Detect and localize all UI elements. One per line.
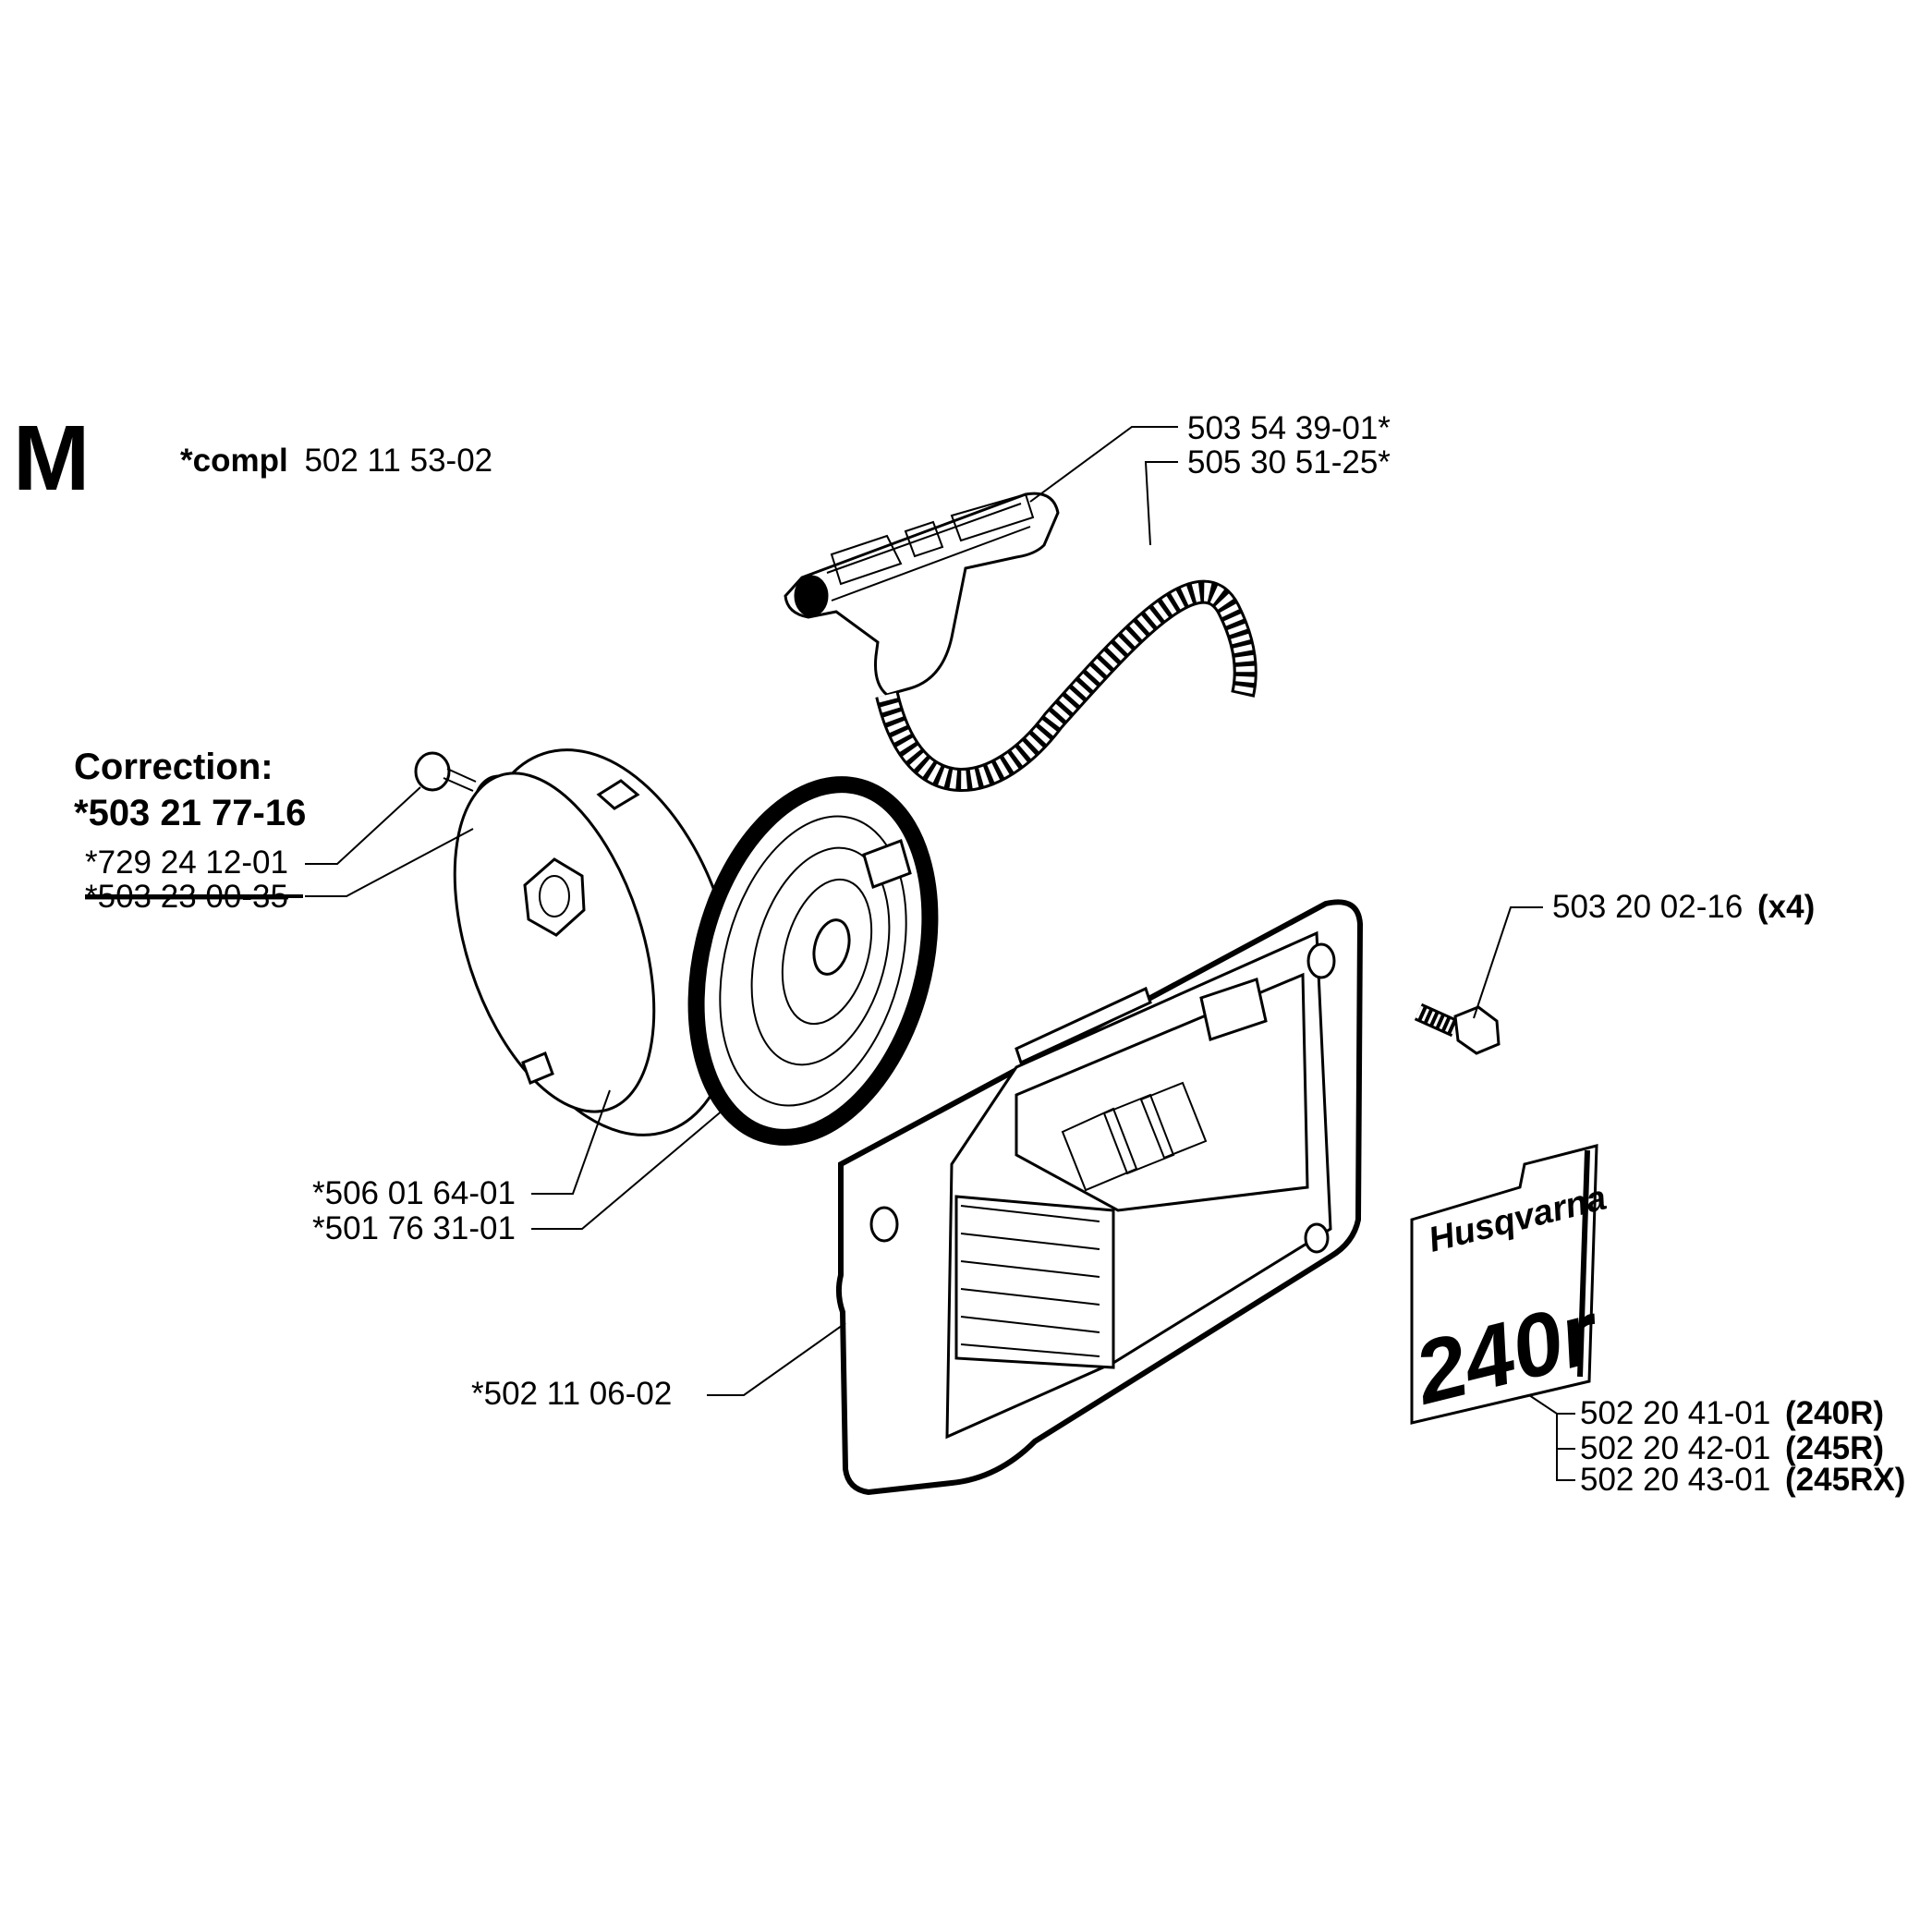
small-screw-drawing — [414, 751, 477, 792]
correction-number: *503 21 77-16 — [74, 793, 306, 833]
part-label-decal-240r: 502 20 41-01 (240R) — [1580, 1395, 1884, 1431]
bolt-qty: (x4) — [1757, 889, 1815, 925]
assembly-label: *compl 502 11 53-02 — [180, 443, 492, 479]
assembly-prefix: *compl — [180, 443, 288, 479]
leader-lines — [305, 426, 1575, 1481]
decal-drawing: Husqvarna 240r — [1403, 1144, 1610, 1425]
part-label-screw: *729 24 12-01 — [85, 844, 288, 881]
part-label-decal-245r: 502 20 42-01 (245R) — [1580, 1430, 1884, 1466]
bolt-drawing — [1414, 1002, 1501, 1055]
recoil-spring-drawing — [687, 776, 939, 1146]
decal-245rx-model: (245RX) — [1785, 1462, 1905, 1498]
part-label-pulley: *506 01 64-01 — [312, 1175, 516, 1211]
bolt-number: 503 20 02-16 — [1552, 889, 1743, 925]
decal-240r-number: 502 20 41-01 — [1580, 1395, 1770, 1431]
part-label-spring: *501 76 31-01 — [312, 1210, 516, 1246]
starter-housing-drawing — [835, 899, 1364, 1496]
part-label-housing: *502 11 06-02 — [471, 1376, 672, 1412]
section-letter: M — [13, 407, 90, 510]
part-label-decal-245rx: 502 20 43-01 (245RX) — [1580, 1462, 1905, 1498]
part-label-handle: 503 54 39-01* — [1187, 410, 1391, 446]
correction-heading: Correction: — [74, 747, 273, 787]
decal-240r-model: (240R) — [1785, 1395, 1884, 1431]
decal-245r-number: 502 20 42-01 — [1580, 1430, 1770, 1466]
pulley-drawing — [453, 748, 736, 1136]
part-label-rope: 505 30 51-25* — [1187, 444, 1391, 480]
starter-rope-drawing — [875, 579, 1258, 792]
assembly-number: 502 11 53-02 — [304, 443, 492, 479]
decal-245r-model: (245R) — [1785, 1430, 1884, 1466]
part-label-bolt: 503 20 02-16 (x4) — [1552, 889, 1815, 925]
decal-245rx-number: 502 20 43-01 — [1580, 1462, 1770, 1498]
starter-handle-drawing — [784, 492, 1060, 697]
